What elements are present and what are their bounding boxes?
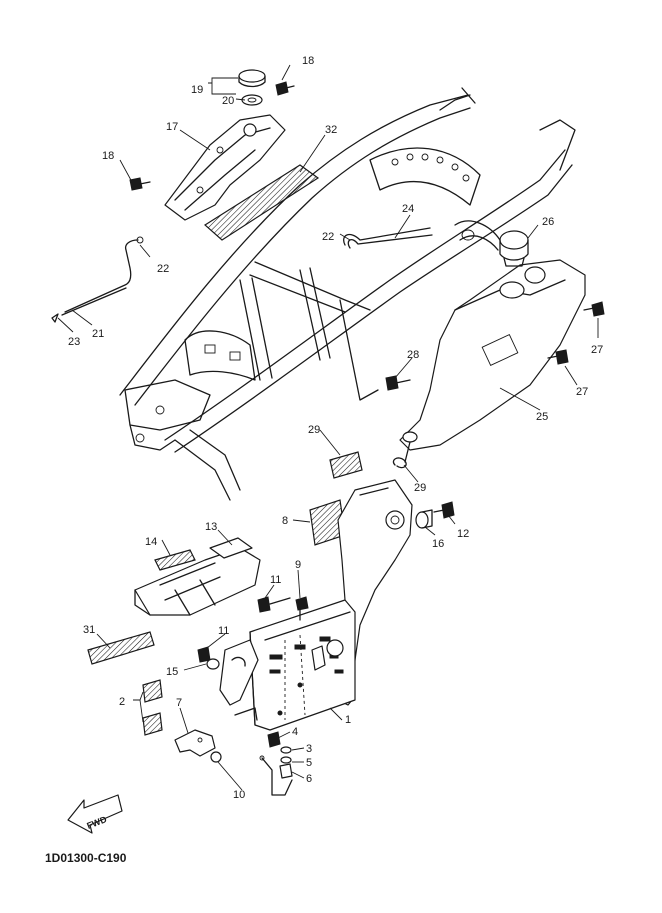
label-13: 13 (205, 521, 217, 533)
spacer-16 (415, 509, 433, 529)
bolt-12 (433, 501, 455, 519)
strip-31 (87, 631, 155, 665)
label-11-lower: 11 (218, 625, 229, 637)
label-11-upper: 11 (270, 574, 281, 586)
label-22-left: 22 (157, 263, 169, 275)
pad-2-top (142, 679, 163, 703)
bolt-27-lower (547, 349, 569, 365)
seat-bracket (164, 114, 286, 221)
label-20: 20 (222, 95, 234, 107)
bolt-27-upper (583, 301, 605, 317)
label-32: 32 (325, 124, 337, 136)
cap-and-washer (238, 69, 266, 106)
label-22-right: 22 (322, 231, 334, 243)
bolt-18-left (129, 177, 151, 191)
label-12: 12 (457, 528, 469, 540)
rod (64, 239, 139, 313)
label-18-top: 18 (302, 55, 314, 67)
label-24: 24 (402, 203, 414, 215)
small-hardware (259, 731, 293, 796)
label-16: 16 (432, 538, 444, 550)
label-28: 28 (407, 349, 419, 361)
label-1: 1 (345, 714, 351, 726)
battery-box (219, 599, 356, 731)
label-29: 29 (414, 482, 426, 494)
bolt-11-upper (257, 596, 291, 613)
label-21: 21 (92, 328, 104, 340)
battery-cover (134, 537, 261, 616)
washer-15 (206, 658, 220, 670)
bolt-11-lower (197, 646, 211, 663)
label-30: 30 (329, 451, 363, 479)
label-15: 15 (166, 666, 178, 678)
label-17: 17 (166, 121, 178, 133)
strip-14 (154, 549, 196, 571)
screw-9 (295, 596, 309, 621)
label-14: 14 (145, 536, 157, 548)
bolt-28 (385, 375, 411, 391)
hose-clip (392, 457, 407, 469)
label-27-upper: 27 (591, 344, 603, 356)
frame (119, 87, 576, 501)
label-30: 29 (308, 424, 320, 436)
fuel-tank (399, 259, 586, 463)
label-19: 19 (191, 84, 203, 96)
label-27-lower: 27 (576, 386, 588, 398)
label-7: 7 (176, 697, 182, 709)
label-6: 6 (306, 773, 312, 785)
bracket-7 (174, 729, 216, 757)
label-23: 23 (68, 336, 80, 348)
fuel-cap (499, 230, 529, 267)
label-31: 31 (83, 624, 95, 636)
nut-10 (210, 751, 222, 763)
fwd-arrow (67, 794, 123, 834)
label-2: 2 (119, 696, 125, 708)
label-4: 4 (292, 726, 298, 738)
label-10: 10 (233, 789, 245, 801)
label-5: 5 (306, 757, 312, 769)
hook (343, 227, 431, 246)
diagram-code: 1D01300-C190 (45, 851, 127, 865)
label-26: 26 (542, 216, 554, 228)
pad-2-bottom (142, 712, 163, 736)
bolt-18-top (275, 81, 295, 96)
label-3: 3 (306, 743, 312, 755)
label-25: 25 (536, 411, 548, 423)
label-9: 9 (295, 559, 301, 571)
label-8: 8 (282, 515, 288, 527)
label-18-left: 18 (102, 150, 114, 162)
damper-strip (204, 164, 320, 241)
leader-lines (57, 64, 599, 791)
part-labels: 18 19 20 17 32 18 24 22 26 22 21 23 27 2… (45, 55, 603, 865)
